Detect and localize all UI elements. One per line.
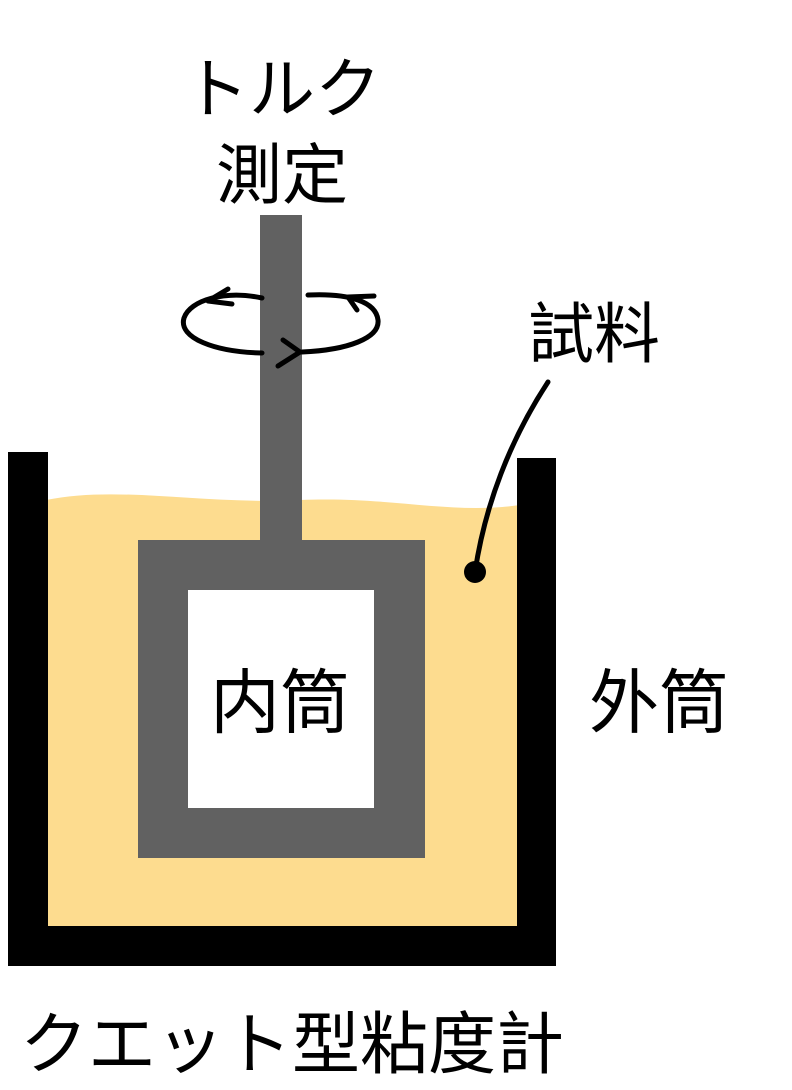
rotation-arrow-icon: [180, 286, 381, 369]
sample-pointer-dot: [464, 561, 486, 583]
torque-label-line2: 測定: [216, 137, 348, 214]
sample-pointer-line: [472, 379, 551, 575]
torque-label-line1: トルク: [183, 51, 381, 128]
diagram-caption: クエット型粘度計: [20, 1006, 564, 1085]
inner-cylinder-cavity: [188, 590, 374, 808]
outer-cylinder-label: 外筒: [589, 662, 729, 744]
rotation-shaft: [260, 215, 302, 545]
inner-cylinder-label: 内筒: [210, 662, 350, 744]
sample-label: 試料: [528, 296, 660, 373]
